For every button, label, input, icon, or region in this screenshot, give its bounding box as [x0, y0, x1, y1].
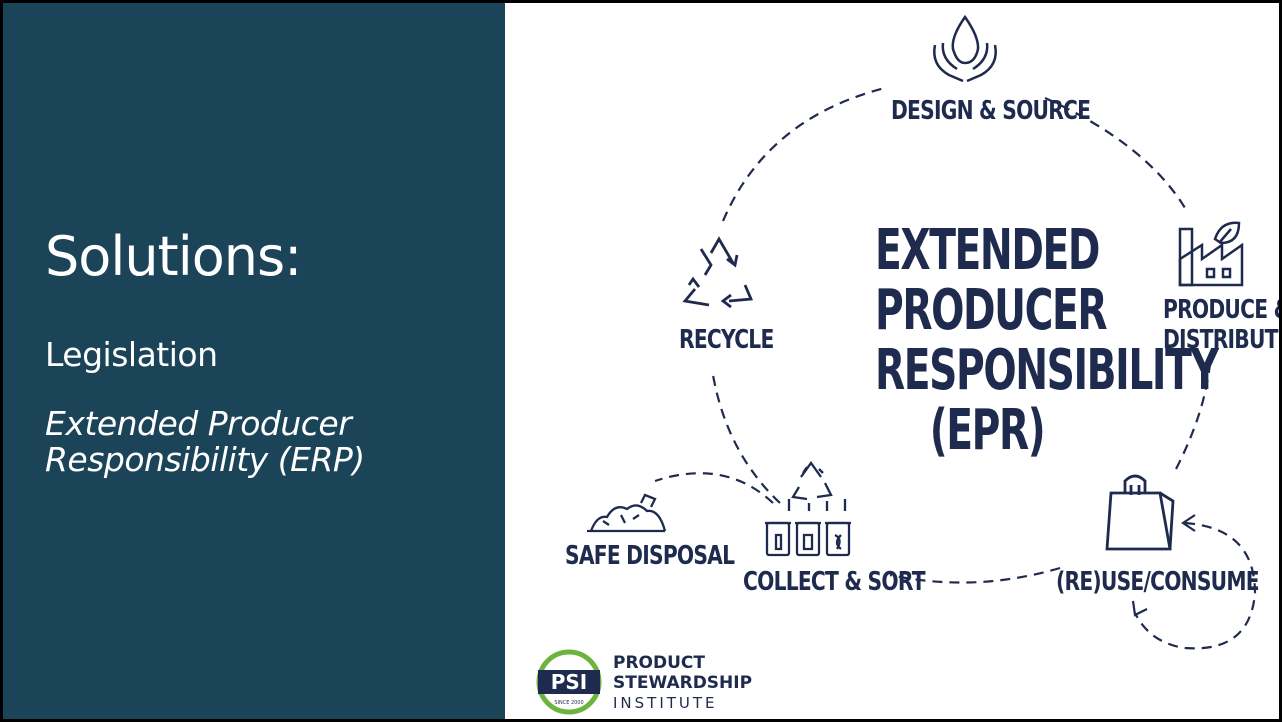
- label-collect-sort: COLLECT & SORT: [743, 567, 926, 597]
- psi-line-institute: INSTITUTE: [613, 694, 718, 712]
- arc-consume-to-collect: [889, 566, 1061, 584]
- psi-logo-since: SINCE 2000: [554, 700, 584, 706]
- arc-design-to-produce: [1044, 96, 1186, 209]
- bullet-legislation: Legislation: [45, 335, 218, 374]
- center-line-1: EXTENDED: [875, 218, 1100, 283]
- psi-line-stewardship: STEWARDSHIP: [613, 673, 753, 693]
- landfill-icon: [587, 493, 667, 533]
- center-line-2: PRODUCER: [875, 278, 1108, 343]
- cycle-graphics: [536, 14, 1257, 715]
- arc-reuse-loop: [1134, 521, 1257, 650]
- arc-collect-to-recycle: [711, 374, 781, 504]
- label-produce-line2: DISTRIBUTE: [1163, 325, 1279, 355]
- epr-center-title: EXTENDED PRODUCER RESPONSIBILITY (EPR): [827, 218, 1219, 463]
- title-panel: Solutions: Legislation Extended Producer…: [3, 3, 505, 719]
- hands-water-drop-icon: [933, 14, 997, 83]
- psi-line-product: PRODUCT: [613, 653, 705, 673]
- label-safe-disposal: SAFE DISPOSAL: [565, 541, 735, 571]
- bullet-epr: Extended Producer Responsibility (ERP): [45, 404, 365, 479]
- label-design-source: DESIGN & SOURCE: [891, 96, 1091, 126]
- shopping-bag-icon: [1105, 474, 1175, 551]
- arrowhead-reuse-bottom: [1131, 600, 1148, 617]
- slide: Solutions: Legislation Extended Producer…: [3, 3, 1279, 719]
- arc-collect-to-disposal: [654, 472, 774, 504]
- recycle-icon: [682, 236, 754, 309]
- center-line-4: (EPR): [929, 398, 1046, 463]
- label-produce-line1: PRODUCE &: [1163, 295, 1279, 325]
- label-reuse-consume: (RE)USE/CONSUME: [1056, 567, 1260, 597]
- sorting-bins-icon: [765, 461, 851, 557]
- psi-logo-letters: PSI: [550, 670, 588, 694]
- factory-leaf-icon: [1178, 221, 1244, 287]
- arc-produce-to-consume: [1174, 362, 1212, 472]
- psi-logo-mark: [536, 649, 602, 715]
- epr-cycle-diagram: DESIGN & SOURCE PRODUCE & DISTRIBUTE (RE…: [505, 3, 1279, 719]
- center-line-3: RESPONSIBILITY: [875, 338, 1219, 403]
- slide-title: Solutions:: [45, 225, 302, 288]
- arc-recycle-to-design: [721, 86, 886, 222]
- label-recycle: RECYCLE: [679, 325, 774, 355]
- arrowhead-reuse-top: [1181, 514, 1196, 532]
- psi-logo-text: PRODUCT STEWARDSHIP INSTITUTE: [613, 653, 752, 713]
